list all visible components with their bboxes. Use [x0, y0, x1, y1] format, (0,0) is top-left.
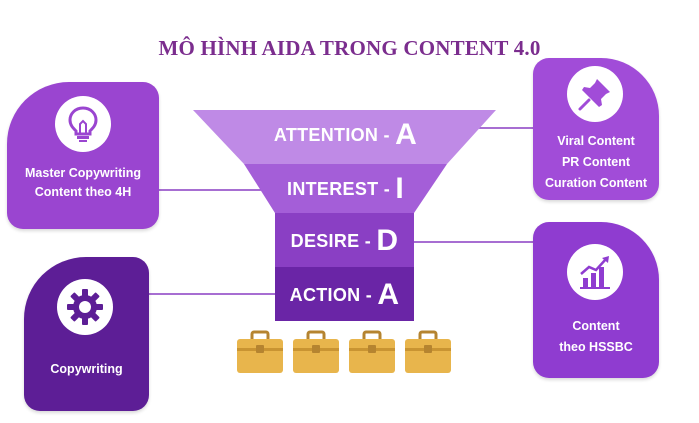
briefcase-icon — [237, 330, 283, 373]
card-line: Copywriting — [50, 362, 123, 376]
growth-chart-icon — [567, 244, 623, 300]
card-master-copywriting: Master Copywriting Content theo 4H — [7, 82, 159, 229]
funnel-label-interest: INTEREST - I — [287, 172, 404, 205]
funnel-level-action — [275, 267, 414, 321]
gear-icon — [57, 279, 113, 335]
card-viral-content: Viral Content PR Content Curation Conten… — [533, 58, 659, 200]
briefcase-icon — [349, 330, 395, 373]
pushpin-icon — [567, 66, 623, 122]
card-line: PR Content — [561, 155, 631, 169]
card-line: Viral Content — [557, 134, 635, 148]
funnel-label-action: ACTION - A — [289, 278, 400, 311]
funnel-label-desire: DESIRE - D — [290, 224, 399, 257]
card-line: Curation Content — [544, 176, 648, 190]
page-title: MÔ HÌNH AIDA TRONG CONTENT 4.0 — [158, 36, 541, 60]
funnel-level-desire — [275, 213, 414, 267]
card-line: Content theo 4H — [34, 185, 132, 199]
funnel-level-attention — [193, 110, 496, 164]
lightbulb-icon — [55, 96, 111, 152]
card-copywriting: Copywriting — [24, 257, 149, 411]
briefcase-icon — [293, 330, 339, 373]
card-line: Master Copywriting — [25, 166, 141, 180]
card-line: Content — [572, 319, 620, 333]
briefcase-icon — [405, 330, 451, 373]
card-content-hssbc: Content theo HSSBC — [533, 222, 659, 378]
card-line: theo HSSBC — [559, 340, 633, 354]
funnel-level-interest — [244, 164, 447, 213]
funnel-label-attention: ATTENTION - A — [273, 118, 418, 151]
